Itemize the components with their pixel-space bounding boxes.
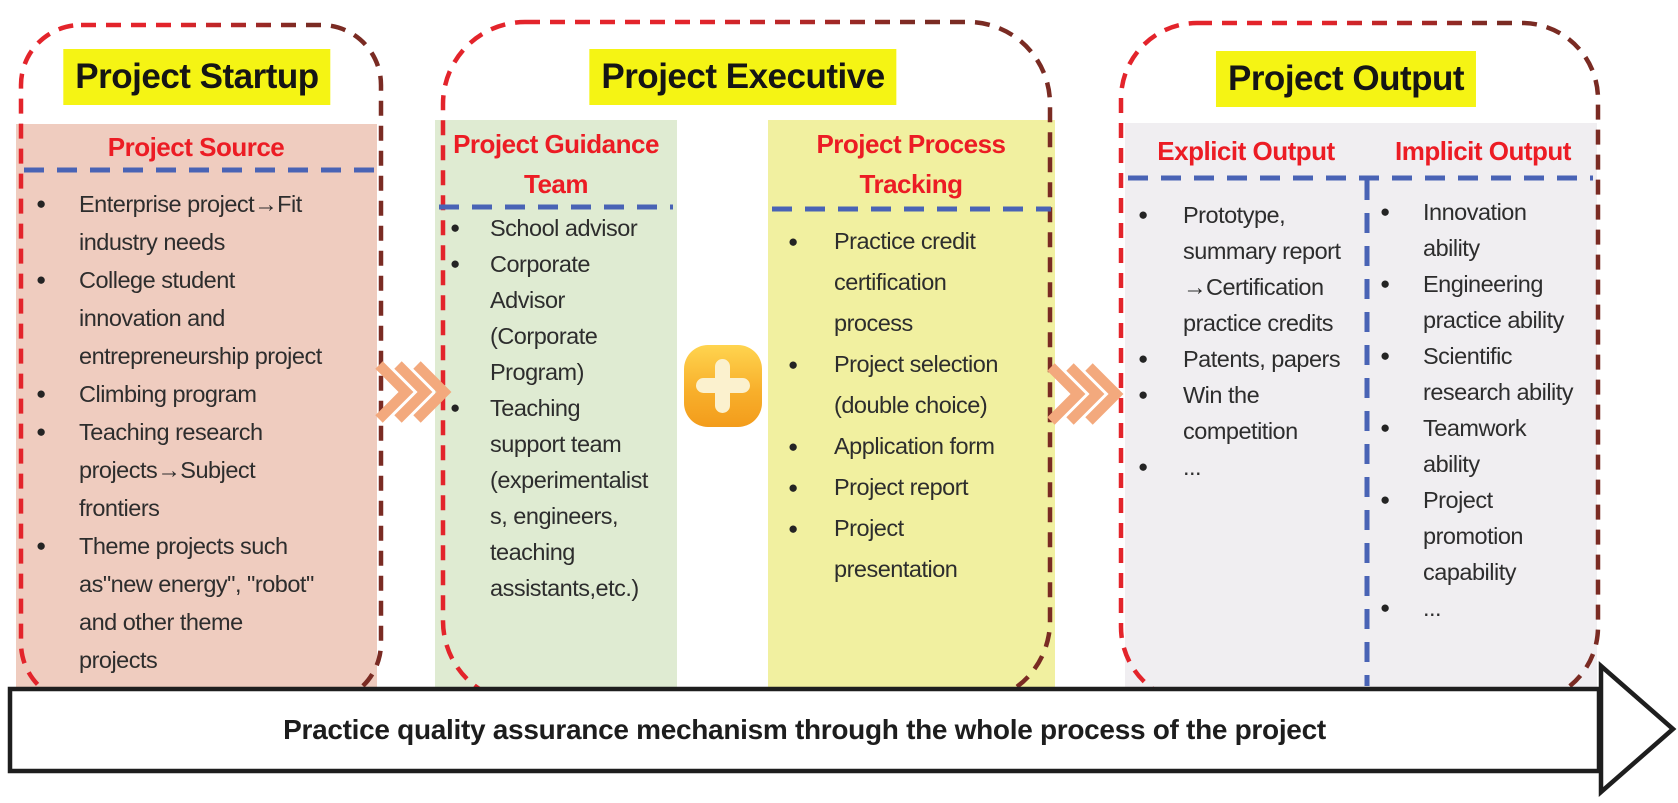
bullet-icon: ● — [1380, 274, 1391, 293]
list-item-text: Teaching support team (experimentalist s… — [490, 395, 648, 601]
title-project-executive: Project Executive — [589, 49, 897, 105]
list-explicit-output: ● Prototype, summary report →Certificati… — [1138, 197, 1364, 485]
list-item: ● Engineering practice ability — [1380, 266, 1598, 338]
bullet-icon: ● — [1380, 346, 1391, 365]
bullet-icon: ● — [788, 519, 799, 538]
list-item: ● ... — [1138, 449, 1364, 485]
list-process-tracking: ● Practice credit certification process … — [788, 221, 1050, 590]
bullet-icon: ● — [788, 355, 799, 374]
list-item: ● Project report — [788, 467, 1050, 508]
list-item: ● Project presentation — [788, 508, 1050, 590]
list-item-text: Innovation ability — [1423, 199, 1527, 261]
list-item: ● Climbing program — [36, 375, 371, 413]
title-project-output: Project Output — [1215, 51, 1477, 107]
heading-process-tracking: Project Process Tracking — [816, 129, 1006, 199]
bullet-icon: ● — [450, 398, 461, 417]
list-item-text: Application form — [834, 433, 995, 459]
list-item-text: Patents, papers — [1183, 346, 1341, 372]
list-item: ● College student innovation and entrepr… — [36, 261, 371, 375]
heading-explicit-output: Explicit Output — [1157, 136, 1335, 166]
list-item-text: ... — [1423, 595, 1442, 621]
bullet-icon: ● — [788, 478, 799, 497]
list-item-text: Teaching research projects→Subject front… — [79, 419, 263, 521]
list-item-text: Scientific research ability — [1423, 343, 1574, 405]
bullet-icon: ● — [36, 422, 47, 441]
heading-guidance-team: Project Guidance Team — [453, 129, 659, 199]
banner-label: Practice quality assurance mechanism thr… — [283, 714, 1326, 745]
chevron-right-icon — [1047, 363, 1124, 425]
list-item: ● Teamwork ability — [1380, 410, 1598, 482]
list-item: ● Teaching support team (experimentalist… — [450, 390, 674, 606]
list-item: ● Corporate Advisor (Corporate Program) — [450, 246, 674, 390]
list-implicit-output: ● Innovation ability ● Engineering pract… — [1380, 194, 1598, 626]
bullet-icon: ● — [36, 270, 47, 289]
list-item: ● Scientific research ability — [1380, 338, 1598, 410]
list-item-text: Project selection (double choice) — [834, 351, 998, 418]
bullet-icon: ● — [1380, 490, 1391, 509]
list-item-text: Prototype, summary report →Certification… — [1183, 202, 1341, 336]
bullet-icon: ● — [1138, 205, 1149, 224]
list-item-text: ... — [1183, 454, 1202, 480]
list-item-text: Teamwork ability — [1423, 415, 1527, 477]
bullet-icon: ● — [36, 194, 47, 213]
list-item-text: Enterprise project→Fit industry needs — [79, 191, 302, 255]
list-item-text: Engineering practice ability — [1423, 271, 1564, 333]
bullet-icon: ● — [788, 232, 799, 251]
list-item: ● Innovation ability — [1380, 194, 1598, 266]
plus-icon-bar — [715, 359, 730, 413]
list-item: ● School advisor — [450, 210, 674, 246]
bullet-icon: ● — [450, 254, 461, 273]
bullet-icon: ● — [1138, 457, 1149, 476]
list-item-text: Project presentation — [834, 515, 958, 582]
list-item: ● Patents, papers — [1138, 341, 1364, 377]
list-item: ● Theme projects such as"new energy", "r… — [36, 527, 371, 679]
list-item-text: Corporate Advisor (Corporate Program) — [490, 251, 598, 385]
list-item: ● Prototype, summary report →Certificati… — [1138, 197, 1364, 341]
list-item: ● ... — [1380, 590, 1598, 626]
list-item-text: Project report — [834, 474, 969, 500]
heading-project-source: Project Source — [107, 132, 285, 162]
list-item-text: College student innovation and entrepren… — [79, 267, 322, 369]
bullet-icon: ● — [1138, 349, 1149, 368]
list-project-source: ● Enterprise project→Fit industry needs … — [36, 185, 371, 679]
bullet-icon: ● — [1380, 598, 1391, 617]
bullet-icon: ● — [1380, 418, 1391, 437]
list-item: ● Application form — [788, 426, 1050, 467]
bullet-icon: ● — [450, 218, 461, 237]
list-item: ● Project selection (double choice) — [788, 344, 1050, 426]
list-item-text: Climbing program — [79, 381, 257, 407]
list-item-text: Win the competition — [1183, 382, 1298, 444]
bullet-icon: ● — [36, 384, 47, 403]
list-item: ● Win the competition — [1138, 377, 1364, 449]
title-project-startup: Project Startup — [63, 49, 331, 105]
plus-icon — [684, 345, 762, 427]
list-item: ● Project promotion capability — [1380, 482, 1598, 590]
list-item: ● Teaching research projects→Subject fro… — [36, 413, 371, 527]
list-item: ● Practice credit certification process — [788, 221, 1050, 344]
bullet-icon: ● — [36, 536, 47, 555]
list-item-text: Practice credit certification process — [834, 228, 976, 336]
list-item-text: School advisor — [490, 215, 638, 241]
list-item-text: Project promotion capability — [1423, 487, 1524, 585]
bullet-icon: ● — [788, 437, 799, 456]
list-guidance-team: ● School advisor ● Corporate Advisor (Co… — [450, 210, 674, 606]
bullet-icon: ● — [1138, 385, 1149, 404]
list-item: ● Enterprise project→Fit industry needs — [36, 185, 371, 261]
bullet-icon: ● — [1380, 202, 1391, 221]
list-item-text: Theme projects such as"new energy", "rob… — [79, 533, 314, 673]
heading-implicit-output: Implicit Output — [1395, 136, 1571, 166]
